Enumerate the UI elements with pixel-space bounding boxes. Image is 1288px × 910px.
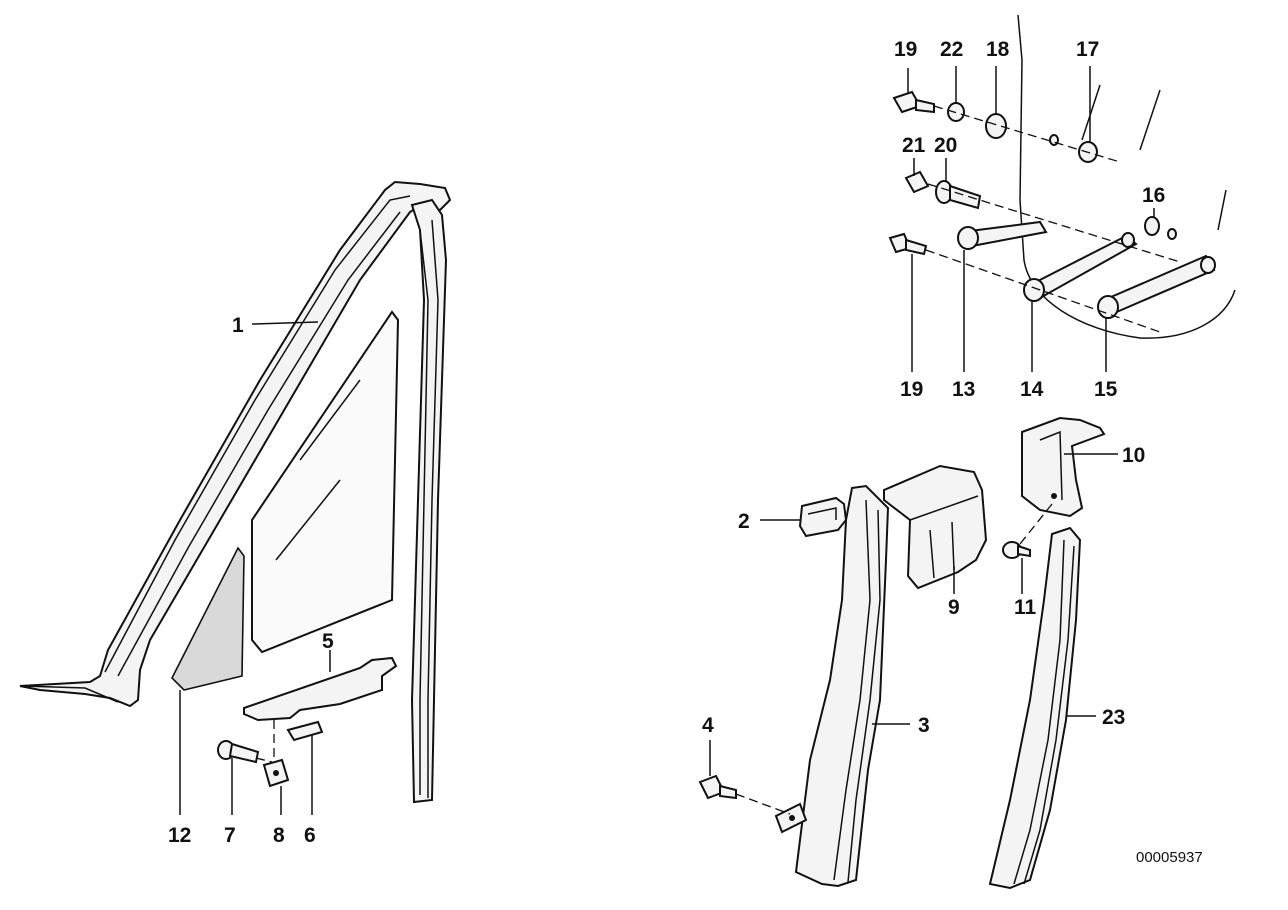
- part-8-nut-plate: [262, 720, 290, 815]
- callout-21: 21: [902, 134, 926, 157]
- part-11-pin: [1002, 541, 1031, 594]
- callout-16: 16: [1142, 184, 1165, 207]
- callout-23: 23: [1102, 706, 1125, 729]
- window-channel-left: [410, 198, 448, 804]
- callout-5: 5: [322, 630, 334, 653]
- callout-1: 1: [232, 314, 244, 337]
- hinge-assembly: [888, 14, 1236, 372]
- callout-9: 9: [948, 596, 960, 619]
- callout-8: 8: [273, 824, 285, 847]
- part-7-screw: [217, 740, 273, 815]
- part-4-screw: [698, 740, 791, 815]
- callout-7: 7: [224, 824, 236, 847]
- callout-6: 6: [304, 824, 316, 847]
- callout-2: 2: [738, 510, 750, 533]
- callout-19-bottom: 19: [900, 378, 923, 401]
- callout-17: 17: [1076, 38, 1099, 61]
- part-3-channel: [774, 484, 910, 888]
- callout-22: 22: [940, 38, 963, 61]
- callout-13: 13: [952, 378, 975, 401]
- callout-14: 14: [1020, 378, 1044, 401]
- part-6-pad: [286, 720, 324, 815]
- part-9-trim-cover: [883, 464, 988, 594]
- callout-20: 20: [934, 134, 957, 157]
- quarter-glass: [251, 310, 400, 654]
- callout-18: 18: [986, 38, 1010, 61]
- document-id: 00005937: [1136, 849, 1203, 866]
- callout-12: 12: [168, 824, 191, 847]
- callout-3: 3: [918, 714, 930, 737]
- part-12-triangle-seal: [171, 546, 245, 815]
- part-23-channel: [988, 526, 1096, 890]
- callout-4: 4: [702, 714, 714, 737]
- callout-11: 11: [1014, 596, 1037, 619]
- callout-19-top: 19: [894, 38, 917, 61]
- leader-1: [251, 321, 319, 325]
- callout-15: 15: [1094, 378, 1118, 401]
- part-2-clip: [760, 496, 848, 538]
- part-10-bracket: [1019, 416, 1118, 545]
- part-5-bracket-plate: [243, 650, 398, 722]
- callout-10: 10: [1122, 444, 1145, 467]
